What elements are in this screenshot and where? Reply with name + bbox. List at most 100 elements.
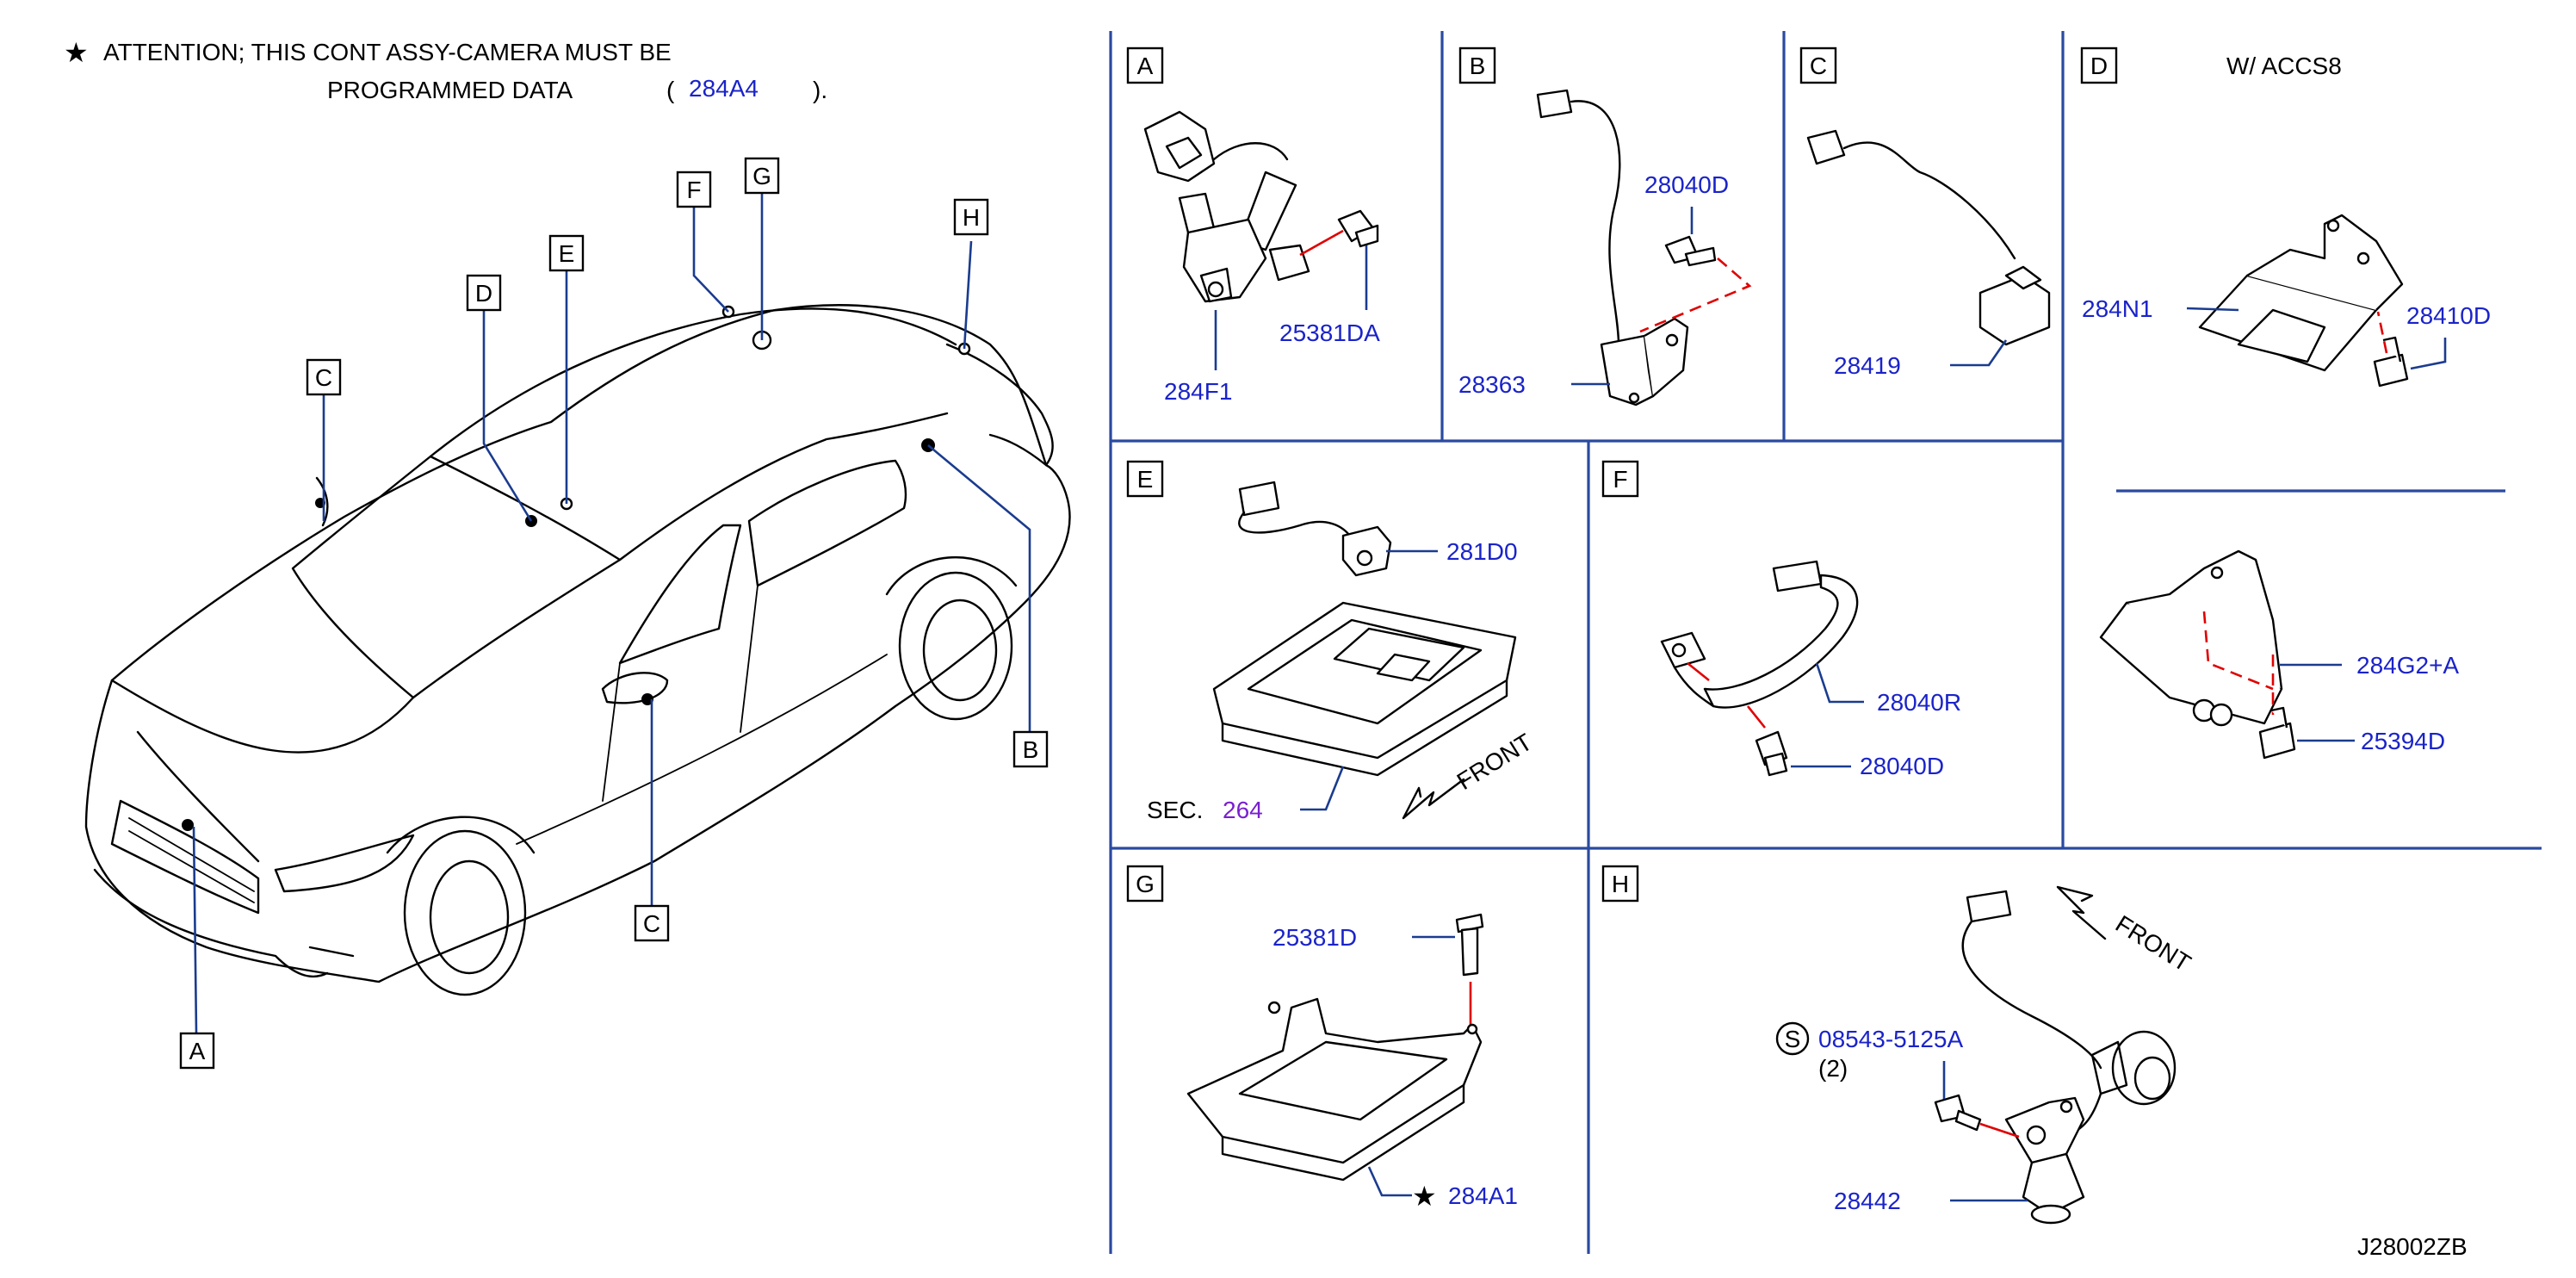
attention-line-2: PROGRAMMED DATA [327,77,573,103]
front-direction-label: FRONT [1452,729,1537,795]
car-callout-B[interactable]: B [1012,730,1049,768]
part-284F1[interactable]: 284F1 [1164,378,1232,405]
front-camera-assembly-drawing [1143,110,1310,303]
camera-28442-drawing [2004,1096,2085,1225]
part-08543-5125A[interactable]: 08543-5125A [1818,1026,1963,1052]
part-28410D[interactable]: 28410D [2406,302,2491,329]
panel-B-label: B [1458,47,1496,84]
svg-text:F: F [1613,466,1627,493]
connector-icon [1772,560,1823,592]
harness-wire [1570,100,1621,346]
svg-text:E: E [1137,466,1154,493]
trunk-lid [945,343,1054,467]
part-25381D[interactable]: 25381D [1273,924,1357,951]
hood [110,679,415,863]
panel-C: C 28419 [1799,47,2051,379]
attention-part-number[interactable]: 284A4 [689,75,759,102]
car-callout-C-left[interactable]: C [306,358,342,396]
svg-text:B: B [1023,736,1039,763]
star-icon: ★ [1412,1180,1437,1213]
bolt-08543-icon [1934,1094,1982,1132]
camera-unit-284A1-drawing [1186,997,1483,1182]
part-284N1[interactable]: 284N1 [2082,295,2153,322]
part-28040D-B[interactable]: 28040D [1644,171,1729,198]
panel-C-label: C [1799,47,1837,84]
attention-paren-open: ( [666,77,675,103]
connector-icon [1238,481,1280,517]
svg-text:B: B [1470,53,1486,79]
diagram-id: J28002ZB [2357,1233,2468,1260]
panel-D: D W/ ACCS8 284N1 28410D [2080,47,2491,760]
part-284G2A[interactable]: 284G2+A [2356,652,2459,679]
sec-reference[interactable]: 264 [1223,797,1263,823]
bolt-25381D-icon [1455,913,1484,977]
part-28040D-F[interactable]: 28040D [1860,753,1944,779]
panel-F-label: F [1601,460,1639,498]
part-28363[interactable]: 28363 [1458,371,1526,398]
windshield [291,455,622,699]
car-callout-D[interactable]: D [466,274,502,312]
part-25394D[interactable]: 25394D [2361,728,2445,754]
svg-text:C: C [1810,53,1827,79]
part-28040R[interactable]: 28040R [1877,689,1961,716]
car-callout-C-bottom[interactable]: C [634,904,670,942]
harness-28040R-drawing [1660,574,1859,709]
grommet-drawing [2090,1030,2177,1106]
svg-text:D: D [2090,53,2108,79]
panel-grid [1109,31,2542,1254]
part-284A1[interactable]: 284A1 [1448,1182,1518,1209]
roof-line [429,307,957,458]
car-leaders [192,193,1031,1034]
bracket-284G2A-drawing [2099,549,2283,727]
svg-text:A: A [1137,53,1154,79]
panel-D-label: D [2080,47,2118,84]
panel-G-label: G [1126,865,1164,903]
attention-line-1: ATTENTION; THIS CONT ASSY-CAMERA MUST BE [103,39,672,65]
sensor-281D0-drawing [1341,525,1392,577]
svg-text:G: G [1136,871,1155,897]
car-callout-G[interactable]: G [744,157,780,195]
rear-wheel [898,571,1013,721]
front-wheel [403,829,527,996]
part-28442[interactable]: 28442 [1834,1188,1901,1214]
sensor-28419-drawing [1978,265,2051,346]
car-callout-H[interactable]: H [953,198,989,236]
front-grille [110,799,260,915]
connector-icon [1966,890,2012,923]
svg-text:S: S [1785,1026,1801,1052]
panel-H-label: H [1601,865,1639,903]
part-28419[interactable]: 28419 [1834,352,1901,379]
part-25381DA[interactable]: 25381DA [1279,320,1380,346]
car-callout-A[interactable]: A [179,1032,215,1070]
svg-text:H: H [1612,871,1629,897]
attention-note: ★ ATTENTION; THIS CONT ASSY-CAMERA MUST … [64,36,827,103]
car-callout-E[interactable]: E [548,234,585,272]
rear-window [618,412,949,561]
part-quantity: (2) [1818,1055,1848,1082]
panel-E: E 281D0 SEC. 264 FRONT [1126,460,1537,823]
svg-text:C: C [315,364,332,391]
front-arrow-icon [1402,778,1465,820]
door-lines [516,585,888,845]
side-mirror [601,672,669,704]
bracket-284N1-drawing [2198,214,2404,372]
star-icon: ★ [64,36,89,69]
svg-text:H: H [963,204,980,231]
sec-label: SEC. [1147,797,1203,823]
attention-paren-close: ). [813,77,827,103]
svg-text:F: F [686,177,701,203]
rear-side-window [747,459,907,587]
panel-B: B 28040D 28363 [1458,47,1752,406]
panel-D-variant-header: W/ ACCS8 [2226,53,2342,79]
panel-G: G 25381D ★ 284A1 [1126,865,1518,1213]
part-281D0[interactable]: 281D0 [1446,538,1518,565]
screw-28410D-icon [2373,336,2409,388]
connector-icon [1536,89,1573,119]
map-lamp-drawing [1212,601,1517,777]
front-bumper [93,868,355,978]
bolt-28040D-icon [1755,730,1788,777]
car-callout-F[interactable]: F [676,171,712,208]
panel-H: H FRONT S 08543 [1601,865,2195,1225]
panel-E-label: E [1126,460,1164,498]
svg-text:E: E [559,240,575,267]
